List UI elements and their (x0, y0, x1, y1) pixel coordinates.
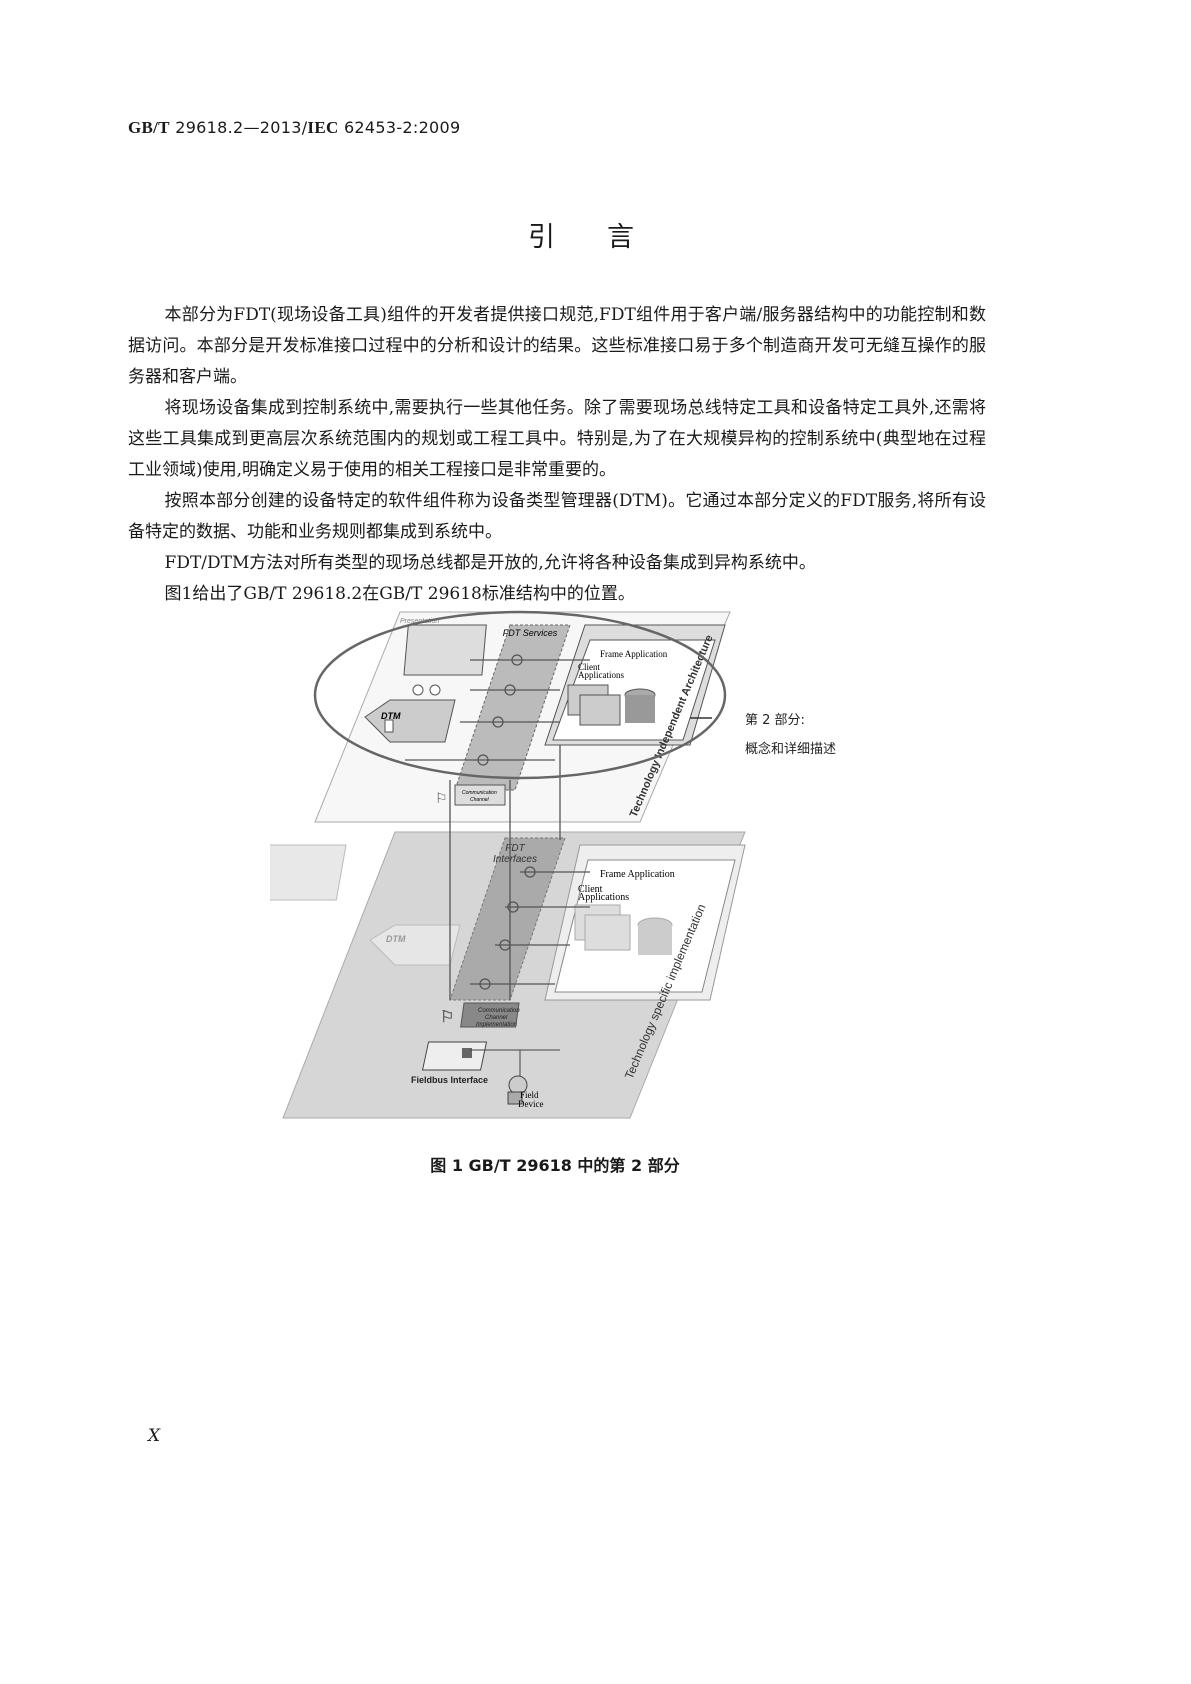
svg-text:Communication: Communication (478, 1008, 520, 1014)
presentation-window-faded (270, 844, 347, 901)
comm-channel-impl (460, 1002, 520, 1028)
svg-text:Communication: Communication (462, 790, 497, 796)
dtm-label: DTM (381, 711, 401, 721)
svg-text:Field: Field (520, 1090, 539, 1100)
svg-text:Applications: Applications (578, 670, 624, 680)
client-applications-label: Client (578, 662, 600, 672)
svg-text:Applications: Applications (578, 892, 629, 903)
svg-text:Channel: Channel (485, 1015, 508, 1021)
comm-channel-label: Channel (470, 797, 490, 803)
presentation-window (403, 624, 487, 676)
paragraph: 按照本部分创建的设备特定的软件组件称为设备类型管理器(DTM)。它通过本部分定义… (128, 491, 986, 542)
comm-channel-icon: ⚐ (435, 790, 448, 806)
running-header: GB/T 29618.2—2013/IEC 62453-2:2009 (128, 118, 461, 138)
fieldbus-interface-card (421, 1041, 488, 1071)
comm-channel (454, 784, 506, 806)
body-text: 本部分为FDT(现场设备工具)组件的开发者提供接口规范,FDT组件用于客户端/服… (128, 300, 986, 610)
paragraph: 图1给出了GB/T 29618.2在GB/T 29618标准结构中的位置。 (164, 584, 635, 604)
figure-1-diagram: DTM Frame Application Client Application… (270, 610, 746, 1119)
figure-caption: 图 1 GB/T 29618 中的第 2 部分 (430, 1156, 680, 1175)
paragraph: 将现场设备集成到控制系统中,需要执行一些其他任务。除了需要现场总线特定工具和设备… (128, 398, 986, 480)
paragraph: 本部分为FDT(现场设备工具)组件的开发者提供接口规范,FDT组件用于客户端/服… (128, 305, 986, 387)
frame-application-label: Frame Application (600, 649, 668, 659)
client-applications-label-lower: Client (578, 884, 603, 895)
fieldbus-interface-label: Fieldbus Interface (411, 1075, 488, 1085)
svg-text:FDT: FDT (505, 843, 525, 854)
fdt-services-label-1: FDT Services (503, 628, 558, 638)
iec-prefix: IEC (307, 118, 339, 137)
paragraph: FDT/DTM方法对所有类型的现场总线都是开放的,允许将各种设备集成到异构系统中… (164, 553, 816, 573)
page-title: 引言 (528, 222, 686, 253)
fdt-services-band (454, 624, 571, 791)
field-device-label: Device (518, 1099, 543, 1109)
fdt-interfaces-label: Interfaces (493, 854, 537, 865)
field-device-icon (507, 1050, 528, 1105)
page-number: X (148, 1426, 161, 1446)
iec-number: 62453-2:2009 (343, 118, 461, 137)
part2-label: 第 2 部分: (745, 713, 805, 728)
comm-channel-impl-label: Implementation (476, 1022, 518, 1028)
dtm-block-faded (369, 924, 461, 966)
comm-channel-impl-icon: ⚐ (440, 1009, 454, 1026)
frame-application-label-lower: Frame Application (600, 869, 675, 880)
std-prefix: GB/T (128, 118, 170, 137)
part2-description: 概念和详细描述 (745, 742, 837, 757)
part2-highlight-ellipse (313, 610, 727, 780)
std-number: 29618.2—2013/ (175, 118, 308, 137)
dtm-label-faded: DTM (386, 934, 406, 944)
